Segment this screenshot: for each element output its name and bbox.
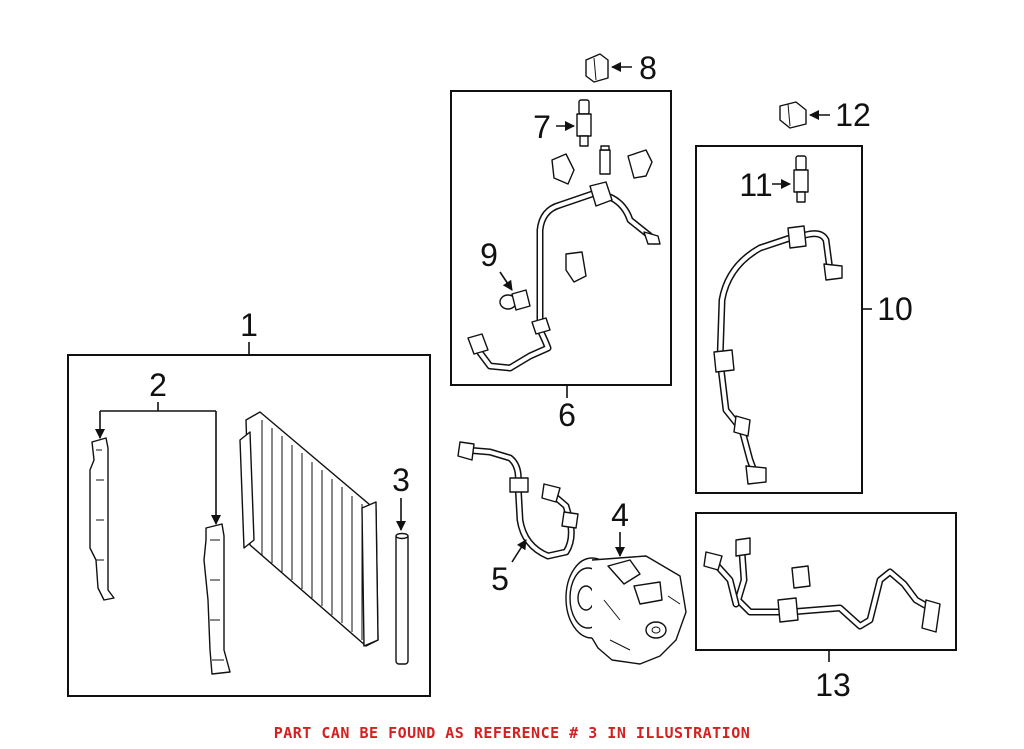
callout-7: 7	[533, 109, 551, 145]
callout-4: 4	[611, 497, 629, 533]
callout-9: 9	[480, 237, 498, 273]
condenser-core	[239, 411, 379, 647]
callout-2: 2	[149, 367, 167, 403]
hose-assembly-box	[450, 90, 672, 386]
callout-1: 1	[240, 307, 258, 343]
suction-hose-10	[713, 225, 843, 485]
pressure-sensor-7	[576, 99, 592, 147]
callout-8: 8	[639, 50, 657, 86]
callout-5: 5	[491, 561, 509, 597]
hose-assembly-6	[467, 145, 661, 372]
condenser-seal-left	[89, 437, 115, 601]
callout-11: 11	[739, 167, 772, 203]
pressure-sensor-11	[793, 155, 809, 203]
discharge-hose-5	[457, 441, 579, 560]
callout-6: 6	[558, 397, 576, 433]
callout-10: 10	[877, 291, 913, 327]
ac-compressor-4	[565, 555, 687, 665]
callout-3: 3	[392, 462, 410, 498]
receiver-drier	[395, 532, 409, 665]
fitting-9	[499, 289, 531, 311]
suction-hose-box	[695, 145, 863, 494]
callout-12: 12	[835, 97, 871, 133]
callout-13: 13	[815, 667, 851, 703]
liquid-line-box	[695, 512, 957, 651]
condenser-seal-right	[203, 523, 231, 675]
service-cap-12	[779, 101, 807, 129]
service-cap-8	[585, 53, 609, 83]
footer-reference-note: PART CAN BE FOUND AS REFERENCE # 3 IN IL…	[273, 724, 751, 742]
liquid-line-13	[703, 537, 941, 633]
